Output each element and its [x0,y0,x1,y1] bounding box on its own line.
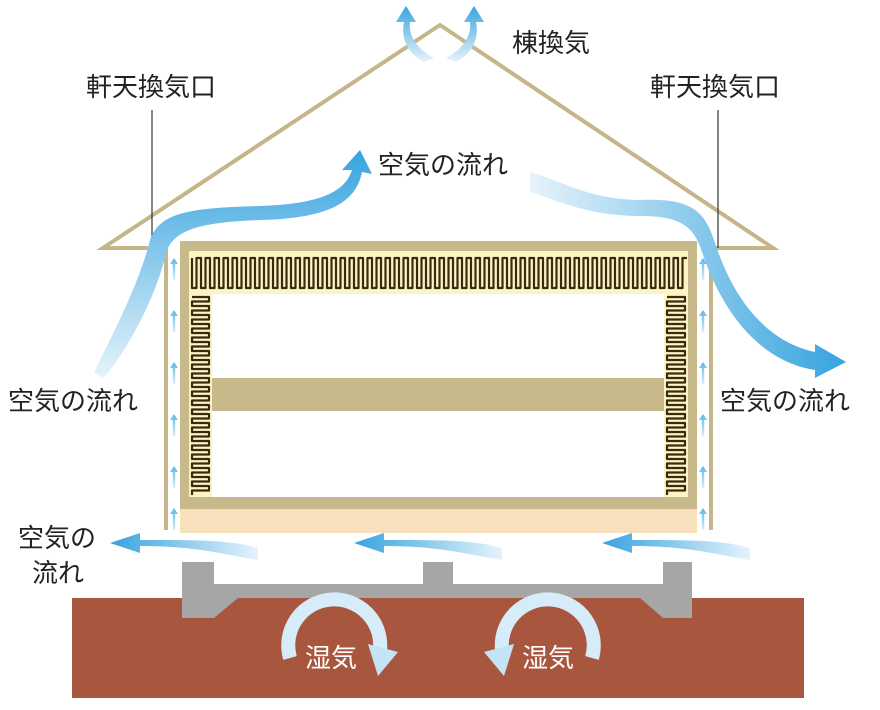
ground [72,598,804,698]
wall-cavity-up-arrow-icon [699,258,707,280]
air-flow-left-label: 空気の流れ [8,387,138,417]
moisture-right-label: 湿気 [522,644,574,674]
wall-cavity-up-arrow-icon [170,414,178,436]
air-flow-arrow-left-rising [94,150,372,378]
wall-cavity-up-arrow-icon [699,466,707,488]
wall-cavity-up-arrow-icon [170,258,178,280]
crawlspace-air-arrow-1 [110,533,258,560]
room-upper [212,294,664,378]
crawlspace-air-arrow-3 [602,533,750,560]
wall-cavity-air-arrows [170,258,707,530]
walls [164,245,713,530]
house-frame [180,241,697,509]
moisture-arrow-right [484,592,601,676]
ridge-vent-arrow-left [396,6,434,62]
moisture-arrow-left [281,592,398,676]
air-flow-right-label: 空気の流れ [720,387,850,417]
wall-cavity-up-arrow-icon [170,508,178,530]
air-flow-top-label: 空気の流れ [378,151,508,181]
wall-cavity-up-arrow-icon [699,414,707,436]
wall-cavity-up-arrow-icon [699,362,707,384]
wall-cavity-up-arrow-icon [699,508,707,530]
wall-cavity-up-arrow-icon [170,466,178,488]
roof-outline [96,22,780,250]
right-wall-insulation-zigzag [665,295,687,495]
wall-cavity-up-arrow-icon [170,310,178,332]
floor-board [180,509,697,533]
ridge-vent-arrow-right [446,6,484,62]
room-lower [212,411,664,497]
eave-vent-left-label: 軒天換気口 [86,73,216,103]
wall-cavity-up-arrow-icon [170,362,178,384]
crawlspace-air-arrow-2 [354,533,502,560]
air-flow-arrow-right-descending [530,172,846,378]
moisture-left-label: 湿気 [305,644,357,674]
ceiling-insulation-zigzag [190,256,687,290]
wall-cavity-up-arrow-icon [699,310,707,332]
eave-vent-right-label: 軒天換気口 [650,73,780,103]
air-flow-bottom-label-line2: 流れ [32,559,84,589]
air-flow-bottom-label-line1: 空気の [18,524,96,554]
ridge-vent-label: 棟換気 [512,29,590,59]
left-wall-insulation-zigzag [190,295,211,495]
